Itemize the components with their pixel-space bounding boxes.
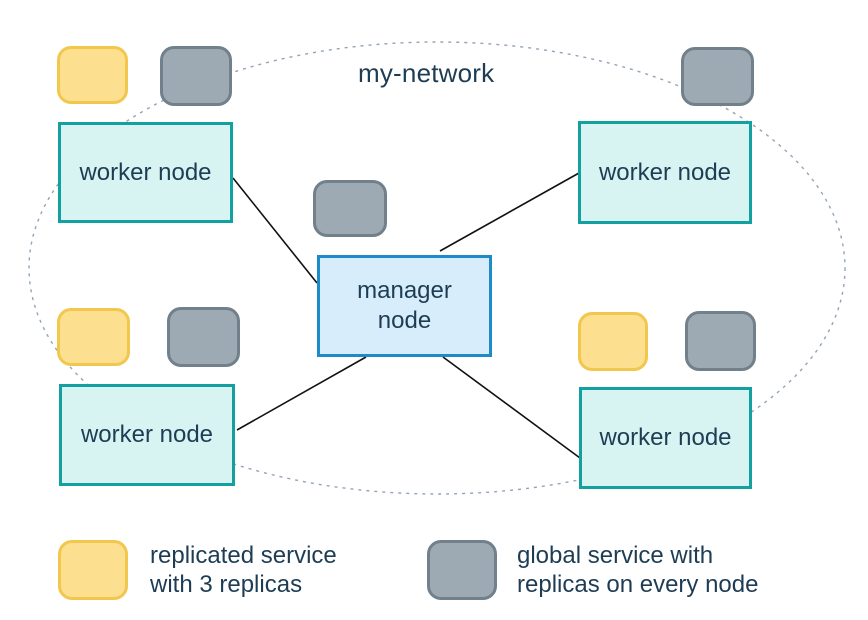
replicated-service-icon: [57, 308, 130, 366]
node-label: worker node: [598, 158, 732, 186]
replicated-service-icon: [57, 46, 128, 104]
edge-manager-worker-bottom-left: [236, 356, 367, 431]
global-service-icon: [681, 47, 754, 106]
node-worker-bottom-right: worker node: [579, 387, 752, 489]
replicated-service-icon: [578, 312, 648, 371]
node-worker-bottom-left: worker node: [59, 384, 235, 486]
network-boundary-ellipse: [28, 41, 846, 495]
network-label: my-network: [358, 58, 495, 88]
legend-global-swatch: [427, 540, 497, 600]
edge-manager-worker-top-right: [439, 172, 580, 252]
node-label: worker node: [80, 421, 214, 448]
edge-manager-worker-bottom-right: [442, 356, 581, 459]
node-manager: manager node: [317, 255, 492, 357]
global-service-icon: [160, 46, 232, 106]
global-service-icon: [313, 180, 387, 237]
node-worker-top-left: worker node: [58, 122, 233, 223]
global-service-icon: [685, 311, 756, 371]
node-label: worker node: [79, 158, 212, 186]
node-label: manager node: [357, 277, 452, 334]
legend-replicated-label: replicated service with 3 replicas: [150, 542, 337, 599]
global-service-icon: [167, 307, 240, 367]
legend-replicated-swatch: [58, 540, 128, 600]
node-worker-top-right: worker node: [578, 121, 752, 224]
node-label: worker node: [599, 424, 732, 451]
legend-global-label: global service with replicas on every no…: [517, 542, 759, 599]
edge-manager-worker-top-left: [232, 177, 318, 284]
